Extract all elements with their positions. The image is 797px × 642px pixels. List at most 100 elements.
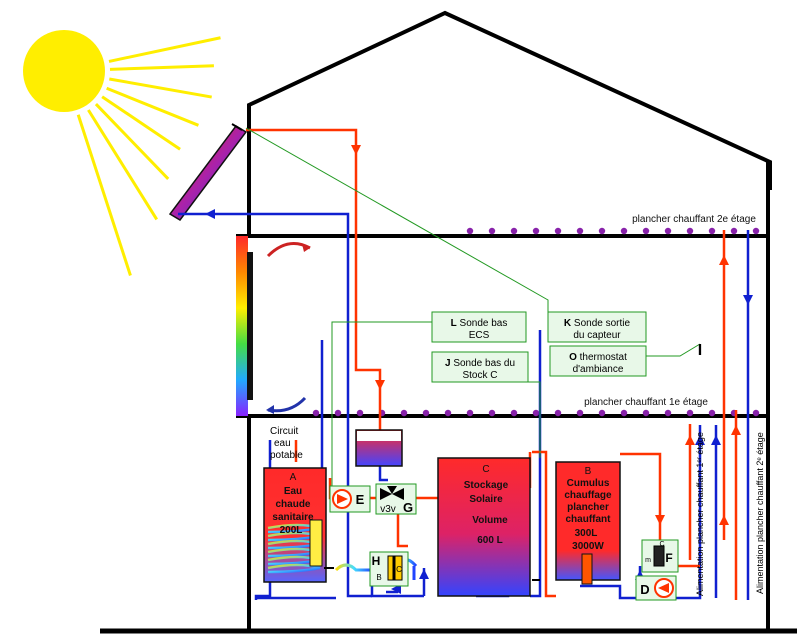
sun [23, 30, 221, 276]
floor-heating-dot [620, 409, 628, 417]
tank-a-line4: 200L [280, 525, 303, 536]
sensor-k-line2: du capteur [573, 330, 621, 341]
floor-heating-dot [686, 409, 694, 417]
svg-text:L Sonde bas: L Sonde bas [451, 318, 508, 329]
sun-ray [106, 86, 200, 127]
valve-h: H B C [369, 551, 409, 587]
svg-text:O thermostat: O thermostat [569, 352, 627, 363]
valve-h-c: C [396, 565, 402, 574]
floor-heating-dot [664, 227, 672, 235]
tank-a: A Eau chaude sanitaire 200L [263, 467, 334, 583]
tank-a-line3: sanitaire [272, 512, 314, 523]
circuit-line3: potable [270, 450, 303, 461]
vertical-label-second: Alimentation plancher chauffant 2ᵉ étage [755, 432, 765, 594]
valve-f-m: m [645, 557, 651, 564]
floor-heating-dot [334, 409, 342, 417]
floor-heating-dot [752, 409, 760, 417]
floor-heating-dot [532, 227, 540, 235]
floor-heating-dot [752, 227, 760, 235]
floor-heating-dot [686, 227, 694, 235]
circuit-line1: Circuit [270, 426, 299, 437]
tank-a-line2: chaude [275, 499, 310, 510]
valve-h-label: H [372, 554, 381, 568]
tank-c-line3: Volume [472, 515, 508, 526]
tank-b-letter: B [585, 466, 592, 477]
floor-heating-dot [466, 227, 474, 235]
v3v-label: v3v [380, 504, 396, 515]
flow-arrow [695, 435, 705, 445]
floor-heating-dot [444, 409, 452, 417]
flow-arrow [419, 569, 429, 579]
circuit-line2: eau [274, 438, 291, 449]
flow-arrow [719, 255, 729, 265]
tank-a-letter: A [290, 472, 297, 483]
floor-heating-dot [422, 409, 430, 417]
floor-heating-dot [356, 409, 364, 417]
floor-heating-dot [664, 409, 672, 417]
valve-f: F m C [641, 539, 679, 573]
sensor-j-letter: J [445, 358, 451, 369]
flow-arrow [685, 435, 695, 445]
sun-ray [109, 77, 212, 99]
sensor-o-line1: thermostat [580, 352, 627, 363]
valve-f-c: C [659, 541, 664, 548]
tank-b-line2: chauffage [564, 490, 612, 501]
house-walls [100, 10, 797, 634]
heat-coil-loop [267, 563, 321, 574]
sun-ray [87, 109, 159, 221]
sun-ray [109, 64, 214, 71]
sensor-l-label: L Sonde bas ECS [431, 311, 527, 343]
valve-h-b: B [376, 573, 381, 582]
tank-c-letter: C [482, 464, 489, 475]
flow-arrow [655, 515, 665, 525]
pump-e: E [329, 485, 371, 513]
tank-b-line4: chauffant [566, 514, 612, 525]
floor-heating-dot [576, 227, 584, 235]
flow-arrow [731, 425, 741, 435]
floor-lower-label: plancher chauffant 1e étage [584, 397, 708, 408]
flow-arrow [205, 209, 215, 219]
sun-ray [76, 114, 132, 276]
wall-solar-panel [236, 236, 311, 416]
floor-heating-dot [466, 409, 474, 417]
flow-arrow [375, 380, 385, 390]
flow-arrow [711, 435, 721, 445]
sensor-j-line2: Stock C [462, 370, 497, 381]
floor-heating-dot [510, 409, 518, 417]
floor-heating-dot [642, 227, 650, 235]
floor-heating-dot [554, 227, 562, 235]
sensor-i-label: I [698, 342, 702, 359]
sensor-j-line1: Sonde bas du [453, 358, 515, 369]
floor-heating-dot [400, 409, 408, 417]
sensor-o-letter: O [569, 352, 577, 363]
sensor-o-line2: d'ambiance [573, 364, 624, 375]
floor-heating-dot [554, 409, 562, 417]
valve-f-label: F [665, 551, 672, 565]
tank-b-line3: plancher [567, 502, 609, 513]
tank-c: C Stockage Solaire Volume 600 L [437, 457, 540, 597]
svg-text:J Sonde bas du: J Sonde bas du [445, 358, 515, 369]
flow-arrow [719, 515, 729, 525]
floor-heating-dot [598, 227, 606, 235]
sun-ray [108, 36, 221, 63]
floor-heating-dot [708, 409, 716, 417]
floor-heating-dot [730, 227, 738, 235]
pump-d-label: D [640, 582, 649, 597]
floor-upper-label: plancher chauffant 2e étage [632, 214, 756, 225]
sensor-k-letter: K [564, 318, 572, 329]
sensor-l-line1: Sonde bas [460, 318, 508, 329]
floor-heating-dot [642, 409, 650, 417]
sensor-j-label: J Sonde bas du Stock C [431, 351, 529, 383]
sensor-k-label: K Sonde sortie du capteur [547, 311, 647, 343]
tank-c-line2: Solaire [469, 494, 503, 505]
sensor-o-label: O thermostat d'ambiance [549, 345, 647, 377]
tank-b: B Cumulus chauffage plancher chauffant 3… [555, 461, 621, 585]
floor-heating-dot [620, 227, 628, 235]
sun-ray [94, 103, 170, 180]
sensor-k-line1: Sonde sortie [574, 318, 631, 329]
floor-heating-dot [708, 227, 716, 235]
floor-heating-dot [576, 409, 584, 417]
tank-b-line6: 3000W [572, 541, 604, 552]
sensor-l-line2: ECS [469, 330, 490, 341]
